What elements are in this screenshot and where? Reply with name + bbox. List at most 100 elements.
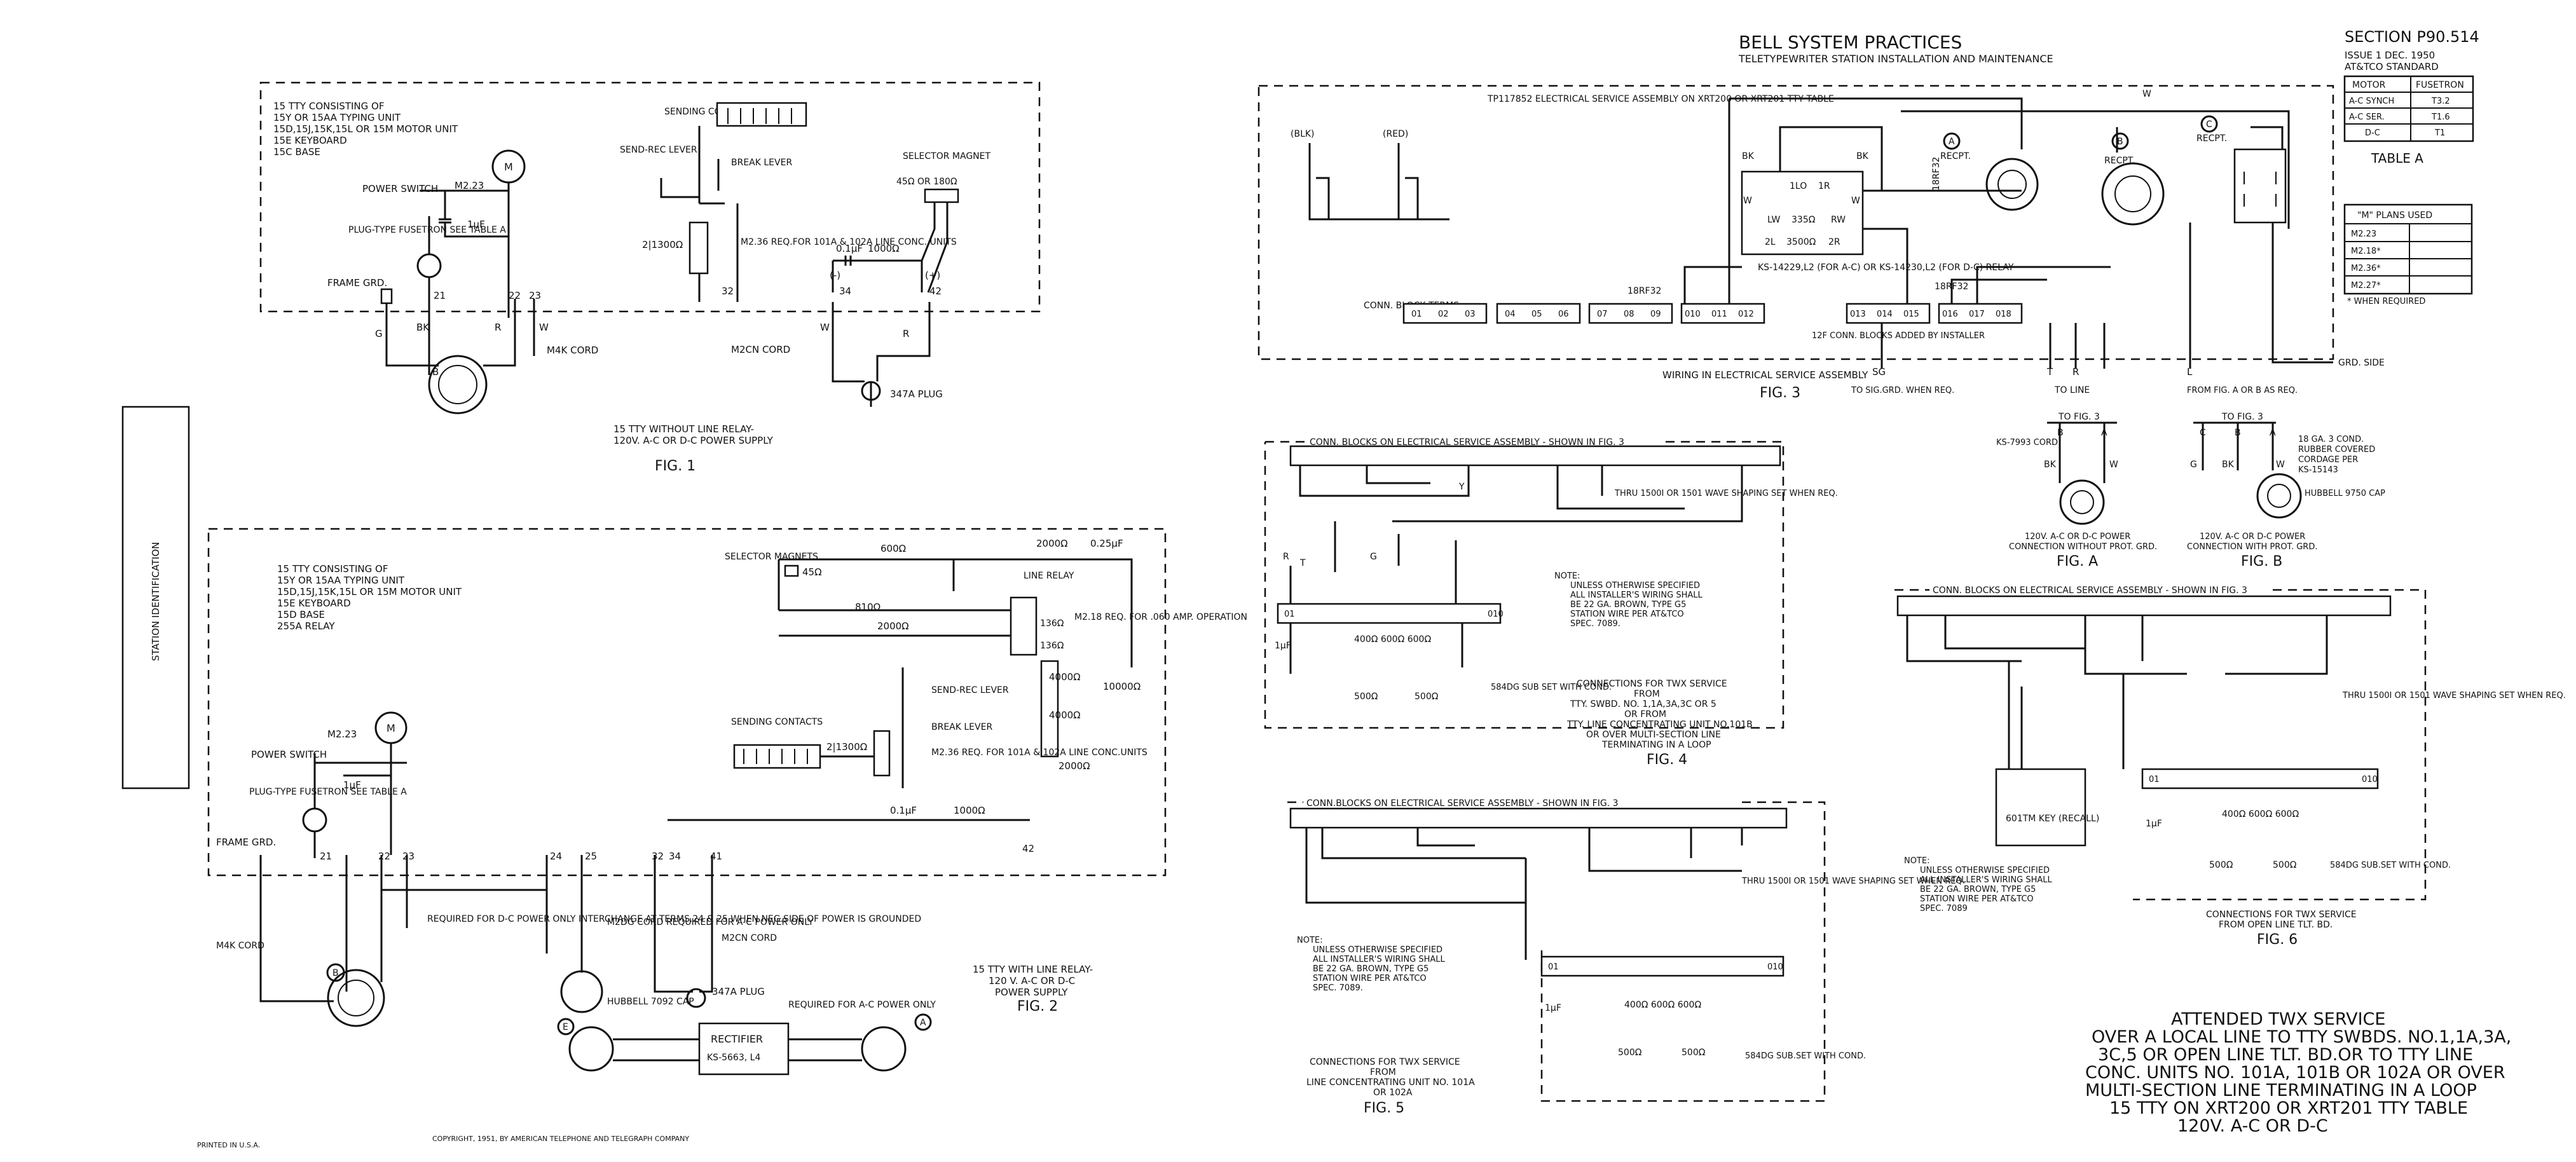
fig2-caption: FIG. 2 xyxy=(1017,999,1058,1015)
fig2-req-ac: REQUIRED FOR A-C POWER ONLY xyxy=(788,1000,936,1010)
fig4-sub: 584DG SUB SET WITH COND. xyxy=(1491,683,1612,692)
fig5-note-3: BE 22 GA. BROWN, TYPE G5 xyxy=(1313,964,1428,974)
fig3-t: T xyxy=(2046,366,2053,378)
doc-title: BELL SYSTEM PRACTICES xyxy=(1739,32,1962,53)
fig1-consists-3: 15E KEYBOARD xyxy=(273,135,347,146)
fig2-consists-3: 15E KEYBOARD xyxy=(277,598,351,609)
fig1-plug-fuse: PLUG-TYPE FUSETRON SEE TABLE A xyxy=(348,225,506,235)
figB-cord-2: CORDAGE PER xyxy=(2298,455,2358,465)
fig2-m236: M2.36 REQ. FOR 101A & 102A LINE CONC.UNI… xyxy=(931,748,1148,758)
fig6-caption: FIG. 6 xyxy=(2257,932,2298,948)
fig4-note-1: UNLESS OTHERWISE SPECIFIED xyxy=(1570,581,1700,591)
fig2-r136a: 136Ω xyxy=(1040,619,1064,629)
fig2-plug-e-marker xyxy=(557,1018,575,1036)
fig1-plug-b xyxy=(428,355,488,414)
fig1-motor-wiring xyxy=(420,182,510,318)
fig5-r500b: 500Ω xyxy=(1682,1048,1706,1058)
fig3-recpt-a: RECPT. xyxy=(1940,151,1971,161)
fig4-conn-6: TERMINATING IN A LOOP xyxy=(1601,740,1711,750)
fig1-dashed-frame xyxy=(259,81,1041,313)
fig3-sg: SG xyxy=(1872,366,1886,378)
fig6-note-1: UNLESS OTHERWISE SPECIFIED xyxy=(1920,866,2050,875)
fig5-conn-1: FROM xyxy=(1370,1067,1396,1077)
fig1-m2cn: M2CN CORD xyxy=(731,344,790,355)
fig4-r500a: 500Ω xyxy=(1354,692,1378,702)
figA-desc-1: CONNECTION WITHOUT PROT. GRD. xyxy=(2009,542,2157,552)
figB-desc-0: 120V. A-C OR D-C POWER xyxy=(2200,532,2305,542)
fig2-r2000c: 2000Ω xyxy=(1058,760,1090,772)
fig2-c01: 0.1µF xyxy=(890,805,917,816)
fig3-receptacle-a-inner xyxy=(1997,170,2027,199)
fig2-plug-b xyxy=(327,969,385,1027)
figB-c: C xyxy=(2200,428,2206,438)
fig2-sending-contacts xyxy=(743,749,808,764)
fig2-plug-e xyxy=(568,1026,614,1072)
fig3-dashed-frame xyxy=(1257,85,2334,360)
fig2-consists-1: 15Y OR 15AA TYPING UNIT xyxy=(277,575,405,586)
fig3-term: 02 xyxy=(1438,310,1449,319)
figB-plug xyxy=(2256,473,2302,519)
fig1-consists-1: 15Y OR 15AA TYPING UNIT xyxy=(273,112,401,123)
fig3-term: 04 xyxy=(1505,310,1516,319)
fig2-res: 2|1300Ω xyxy=(826,741,867,753)
fig3-terminal-block-3 xyxy=(1588,303,1673,324)
attended-line-5: 15 TTY ON XRT200 OR XRT201 TTY TABLE xyxy=(2109,1098,2468,1118)
fig3-subcaption: WIRING IN ELECTRICAL SERVICE ASSEMBLY xyxy=(1662,369,1868,381)
fig2-e: E xyxy=(563,1022,568,1032)
fig1-t42: 42 xyxy=(929,285,942,297)
fig1-consists-0: 15 TTY CONSISTING OF xyxy=(273,100,384,112)
fig1-frame-terminal xyxy=(380,288,393,304)
figB-bk: BK xyxy=(2222,460,2235,470)
fig3-term: 03 xyxy=(1465,310,1476,319)
fig2-s45: 45Ω xyxy=(802,566,822,578)
fig3-term: 015 xyxy=(1903,310,1919,319)
fig5-sub: 584DG SUB.SET WITH COND. xyxy=(1745,1051,1866,1061)
fig2-power-switch: POWER SWITCH xyxy=(251,749,327,760)
fig6-sub: 584DG SUB.SET WITH COND. xyxy=(2330,861,2451,870)
fig2-top-wiring xyxy=(778,558,1133,667)
fig3-blk: (BLK) xyxy=(1291,129,1315,139)
fig4-r: R xyxy=(1283,552,1289,562)
fig2-r136b: 136Ω xyxy=(1040,641,1064,651)
fig3-term: 05 xyxy=(1531,310,1542,319)
fig5-note-2: ALL INSTALLER'S WIRING SHALL xyxy=(1313,955,1445,964)
fig2-m2cn: M2CN CORD xyxy=(722,933,777,943)
fig2-plug347: 347A PLUG xyxy=(712,986,765,997)
fig2-r600: 600Ω xyxy=(880,543,906,554)
figA-to: TO FIG. 3 xyxy=(2058,412,2100,422)
fig4-note-2: ALL INSTALLER'S WIRING SHALL xyxy=(1570,591,1702,600)
fig3-ilo: 1LO xyxy=(1790,181,1807,191)
figB-wiring xyxy=(2193,421,2276,470)
fig5-header: CONN.BLOCKS ON ELECTRICAL SERVICE ASSEMB… xyxy=(1306,798,1619,809)
fig2-fusetron-symbol xyxy=(302,807,327,833)
fig2-motor-label: M xyxy=(387,722,395,734)
fig3-2l: 2L xyxy=(1765,237,1776,247)
figB-cord-0: 18 GA. 3 COND. xyxy=(2298,435,2364,444)
fig3-term: 016 xyxy=(1942,310,1958,319)
fig4-conn-2: TTY. SWBD. NO. 1,1A,3A,3C OR 5 xyxy=(1570,699,1716,709)
fig5-terminal-strip xyxy=(1289,807,1788,829)
fig1-consists-2: 15D,15J,15K,15L OR 15M MOTOR UNIT xyxy=(273,123,458,135)
fig3-term: 017 xyxy=(1969,310,1985,319)
fig3-term: 08 xyxy=(1624,310,1634,319)
fig2-rectifier-wires xyxy=(613,1038,862,1062)
fig3-terminal-block-6 xyxy=(1938,303,2023,324)
fig2-r4000a: 4000Ω xyxy=(1049,671,1081,683)
figB-cord-1: RUBBER COVERED xyxy=(2298,445,2375,455)
fig3-l: L xyxy=(2187,366,2193,378)
fig6-sub-terms-last: 010 xyxy=(2362,775,2378,784)
fig3-rf32a: 18RF32 xyxy=(1627,286,1661,296)
fig3-assembly-wiring xyxy=(1683,97,2290,304)
fig2-t21: 21 xyxy=(320,851,332,862)
attended-line-1: OVER A LOCAL LINE TO TTY SWBDS. NO.1,1A,… xyxy=(2092,1027,2511,1047)
fig2-consists-0: 15 TTY CONSISTING OF xyxy=(277,563,388,575)
fig3-to-line: TO LINE xyxy=(2054,385,2090,395)
m-plans-header: "M" PLANS USED xyxy=(2357,210,2432,221)
m-plans-frame xyxy=(2343,203,2473,295)
attended-line-6: 120V. A-C OR D-C xyxy=(2177,1116,2328,1136)
fig6-note-3: BE 22 GA. BROWN, TYPE G5 xyxy=(1920,885,2036,894)
m-plan-row: M2.36* xyxy=(2351,264,2381,273)
fig1-t23: 23 xyxy=(529,290,541,301)
fig3-diagram: TP117852 ELECTRICAL SERVICE ASSEMBLY ON … xyxy=(1257,85,2385,401)
fig1-motor-label: M xyxy=(504,161,513,173)
